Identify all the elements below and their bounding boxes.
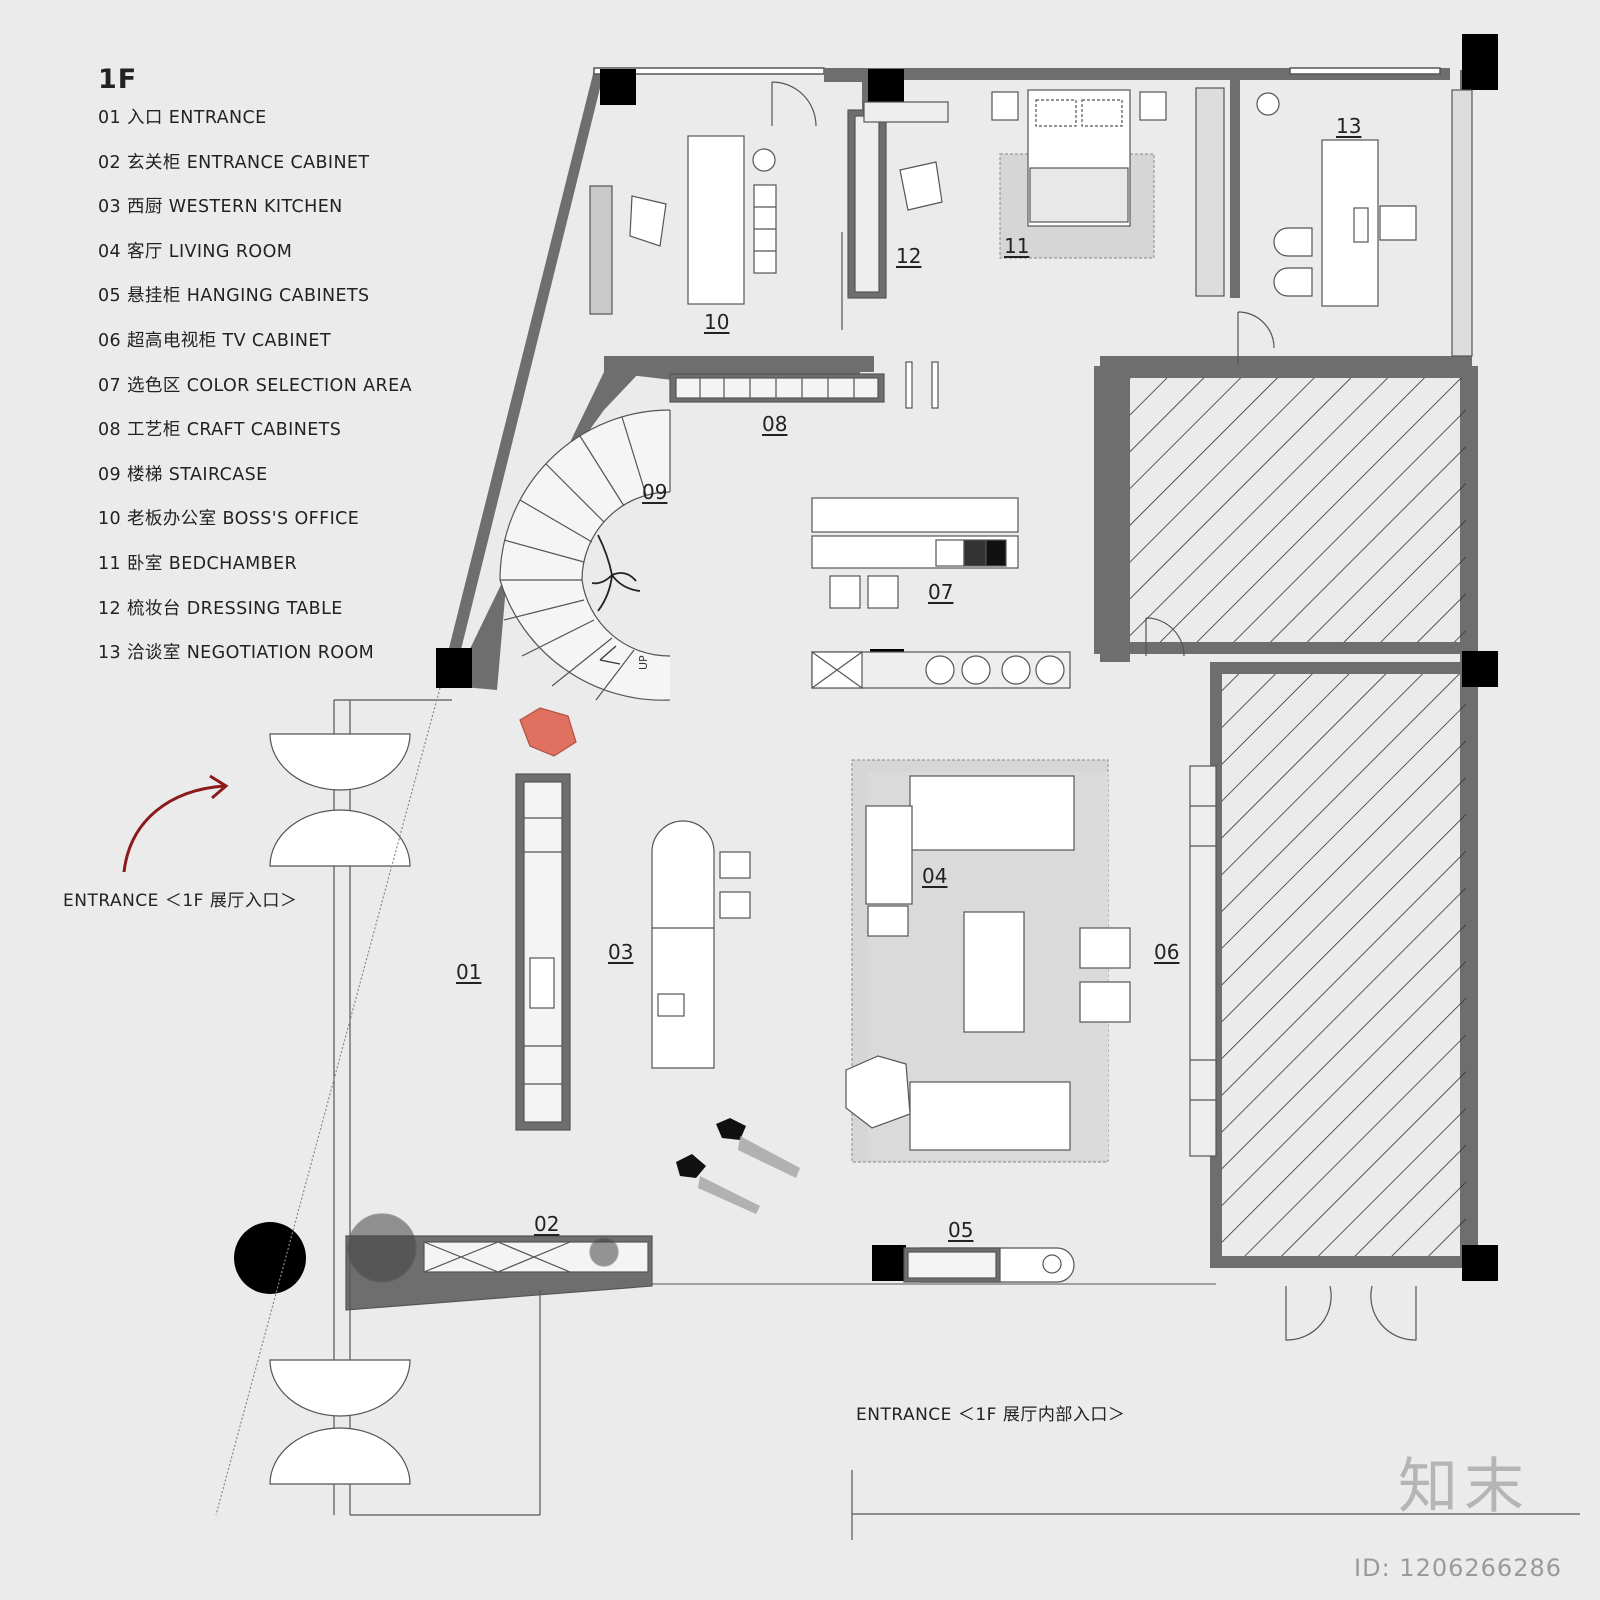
legend-item-09: 09 楼梯 STAIRCASE — [98, 464, 268, 485]
entrance-main-caption: ENTRANCE ＜1F 展厅入口＞ — [63, 891, 298, 911]
legend-item-08: 08 工艺柜 CRAFT CABINETS — [98, 420, 342, 441]
room-label-13: 13 — [1336, 114, 1362, 138]
negotiation-room-furniture — [1237, 89, 1473, 364]
entrance-arrow-icon — [122, 774, 229, 873]
room-label-09: 09 — [642, 480, 668, 504]
room-label-12: 12 — [896, 244, 922, 268]
room-label-10: 10 — [704, 310, 730, 334]
hanging-cabinets — [903, 1247, 1075, 1283]
entrance-doors — [215, 687, 541, 1516]
room-label-06: 06 — [1154, 940, 1180, 964]
people-figures-icon — [676, 1118, 800, 1214]
legend-item-05: 05 悬挂柜 HANGING CABINETS — [98, 286, 370, 307]
room-label-07: 07 — [928, 580, 954, 604]
entrance-inner-caption: ENTRANCE ＜1F 展厅内部入口＞ — [856, 1405, 1126, 1425]
room-label-11: 11 — [1004, 234, 1030, 258]
entrance-cabinet-run — [515, 707, 577, 1131]
stair-up-text: UP — [637, 655, 650, 670]
legend-item-13: 13 洽谈室 NEGOTIATION ROOM — [98, 643, 375, 664]
floor-title: 1F — [98, 64, 138, 95]
legend-item-01: 01 入口 ENTRANCE — [98, 108, 267, 128]
legend-item-12: 12 梳妆台 DRESSING TABLE — [98, 598, 343, 619]
dressing-table — [841, 101, 949, 330]
boss-office-furniture — [589, 81, 817, 315]
living-room-furniture — [845, 759, 1131, 1163]
legend-item-07: 07 选色区 COLOR SELECTION AREA — [98, 375, 412, 396]
legend-item-06: 06 超高电视柜 TV CABINET — [98, 330, 331, 351]
bedchamber-furniture — [991, 87, 1225, 297]
color-selection-area — [811, 497, 1071, 689]
image-id-text: ID: 1206266286 — [1354, 1554, 1562, 1582]
legend: 1F 01 入口 ENTRANCE 02 玄关柜 ENTRANCE CABINE… — [98, 64, 412, 687]
legend-item-02: 02 玄关柜 ENTRANCE CABINET — [98, 152, 370, 173]
spiral-staircase — [499, 409, 671, 701]
brand-logo: 知末 — [1398, 1452, 1530, 1522]
entrance-cabinet — [345, 1213, 653, 1311]
tv-cabinet — [1189, 765, 1217, 1157]
room-label-01: 01 — [456, 960, 482, 984]
legend-item-10: 10 老板办公室 BOSS'S OFFICE — [98, 509, 360, 530]
room-label-02: 02 — [534, 1212, 560, 1236]
legend-item-04: 04 客厅 LIVING ROOM — [98, 241, 293, 262]
legend-item-03: 03 西厨 WESTERN KITCHEN — [98, 197, 343, 218]
legend-item-11: 11 卧室 BEDCHAMBER — [98, 553, 298, 574]
room-label-08: 08 — [762, 412, 788, 436]
room-label-05: 05 — [948, 1218, 974, 1242]
craft-cabinets — [669, 361, 939, 409]
room-label-03: 03 — [608, 940, 634, 964]
room-label-04: 04 — [922, 864, 948, 888]
kitchen-island — [651, 820, 751, 1069]
doors — [851, 617, 1580, 1540]
